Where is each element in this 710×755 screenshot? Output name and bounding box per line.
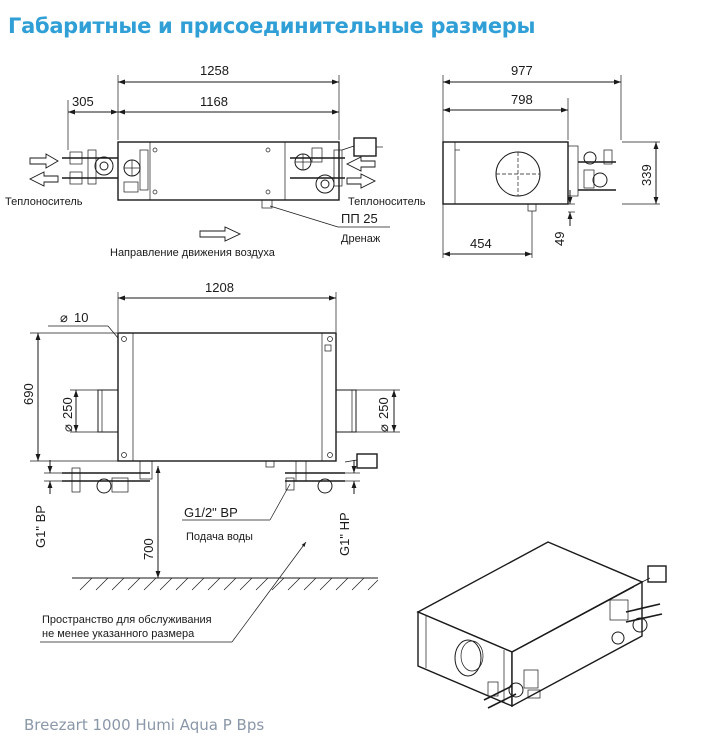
- label-pipe-right: G1" НР: [337, 512, 352, 556]
- dim-hole-diameter-symbol: ⌀: [60, 310, 68, 325]
- valve-assembly-right: [290, 137, 383, 194]
- label-drain-size: ПП 25: [341, 211, 378, 226]
- unit-body-front: [117, 332, 337, 462]
- dim-690-label: 690: [21, 383, 36, 405]
- unit-body-side: [442, 141, 569, 205]
- arrow-heat-in-left: [29, 153, 59, 169]
- model-name: Breezart 1000 Humi Aqua P Bps: [24, 716, 265, 734]
- pipework-front: [62, 453, 378, 494]
- dim-454-label: 454: [470, 236, 492, 251]
- arrow-heat-in-right: [345, 156, 376, 172]
- dim-duct-left-label: 250: [60, 397, 75, 419]
- dim-duct-left-symbol: ⌀: [60, 424, 75, 432]
- label-heat-carrier-left: Теплоноситель: [5, 196, 83, 208]
- airflow-arrow: [199, 226, 242, 242]
- dim-339-label: 339: [639, 164, 654, 186]
- page-title: Габаритные и присоединительные размеры: [8, 14, 536, 38]
- dim-1258-label: 1258: [200, 63, 229, 78]
- valve-assembly-left: [62, 149, 149, 193]
- duct-right: [335, 389, 357, 433]
- dim-700-label: 700: [141, 538, 156, 560]
- isometric-view: [416, 541, 667, 709]
- unit-body-top: [117, 141, 340, 201]
- dim-duct-right-symbol: ⌀: [376, 424, 391, 432]
- valve-assembly-side: [567, 145, 616, 197]
- label-water-supply: Подача воды: [186, 531, 253, 543]
- duct-iso: [454, 639, 482, 677]
- arrow-heat-out-left: [28, 171, 59, 187]
- arrow-heat-out-right: [346, 173, 377, 189]
- dim-49-label: 49: [552, 232, 567, 246]
- side-view: 977 798 339 454: [442, 63, 660, 258]
- label-service-space-line1: Пространство для обслуживания: [42, 614, 212, 626]
- dim-hole-diameter-label: 10: [74, 310, 88, 325]
- label-service-space-line2: не менее указанного размера: [42, 628, 195, 640]
- top-view: 1258 305 1168: [5, 63, 426, 259]
- floor-line: [72, 577, 379, 591]
- dim-798-label: 798: [511, 92, 533, 107]
- label-water-size: G1/2" ВР: [184, 505, 238, 520]
- dim-duct-right-label: 250: [376, 397, 391, 419]
- label-pipe-left: G1" ВР: [33, 505, 48, 548]
- dim-1208-label: 1208: [205, 280, 234, 295]
- label-drain: Дренаж: [341, 233, 381, 245]
- front-view: 1208 ⌀ 10 690 ⌀ 250 ⌀: [21, 280, 400, 643]
- dim-305-label: 305: [72, 94, 94, 109]
- label-airflow-direction: Направление движения воздуха: [110, 247, 276, 259]
- dim-977-label: 977: [511, 63, 533, 78]
- dim-1168-label: 1168: [200, 94, 228, 109]
- valve-assembly-iso: [483, 565, 667, 709]
- duct-left: [97, 389, 119, 433]
- label-heat-carrier-right: Теплоноситель: [348, 196, 426, 208]
